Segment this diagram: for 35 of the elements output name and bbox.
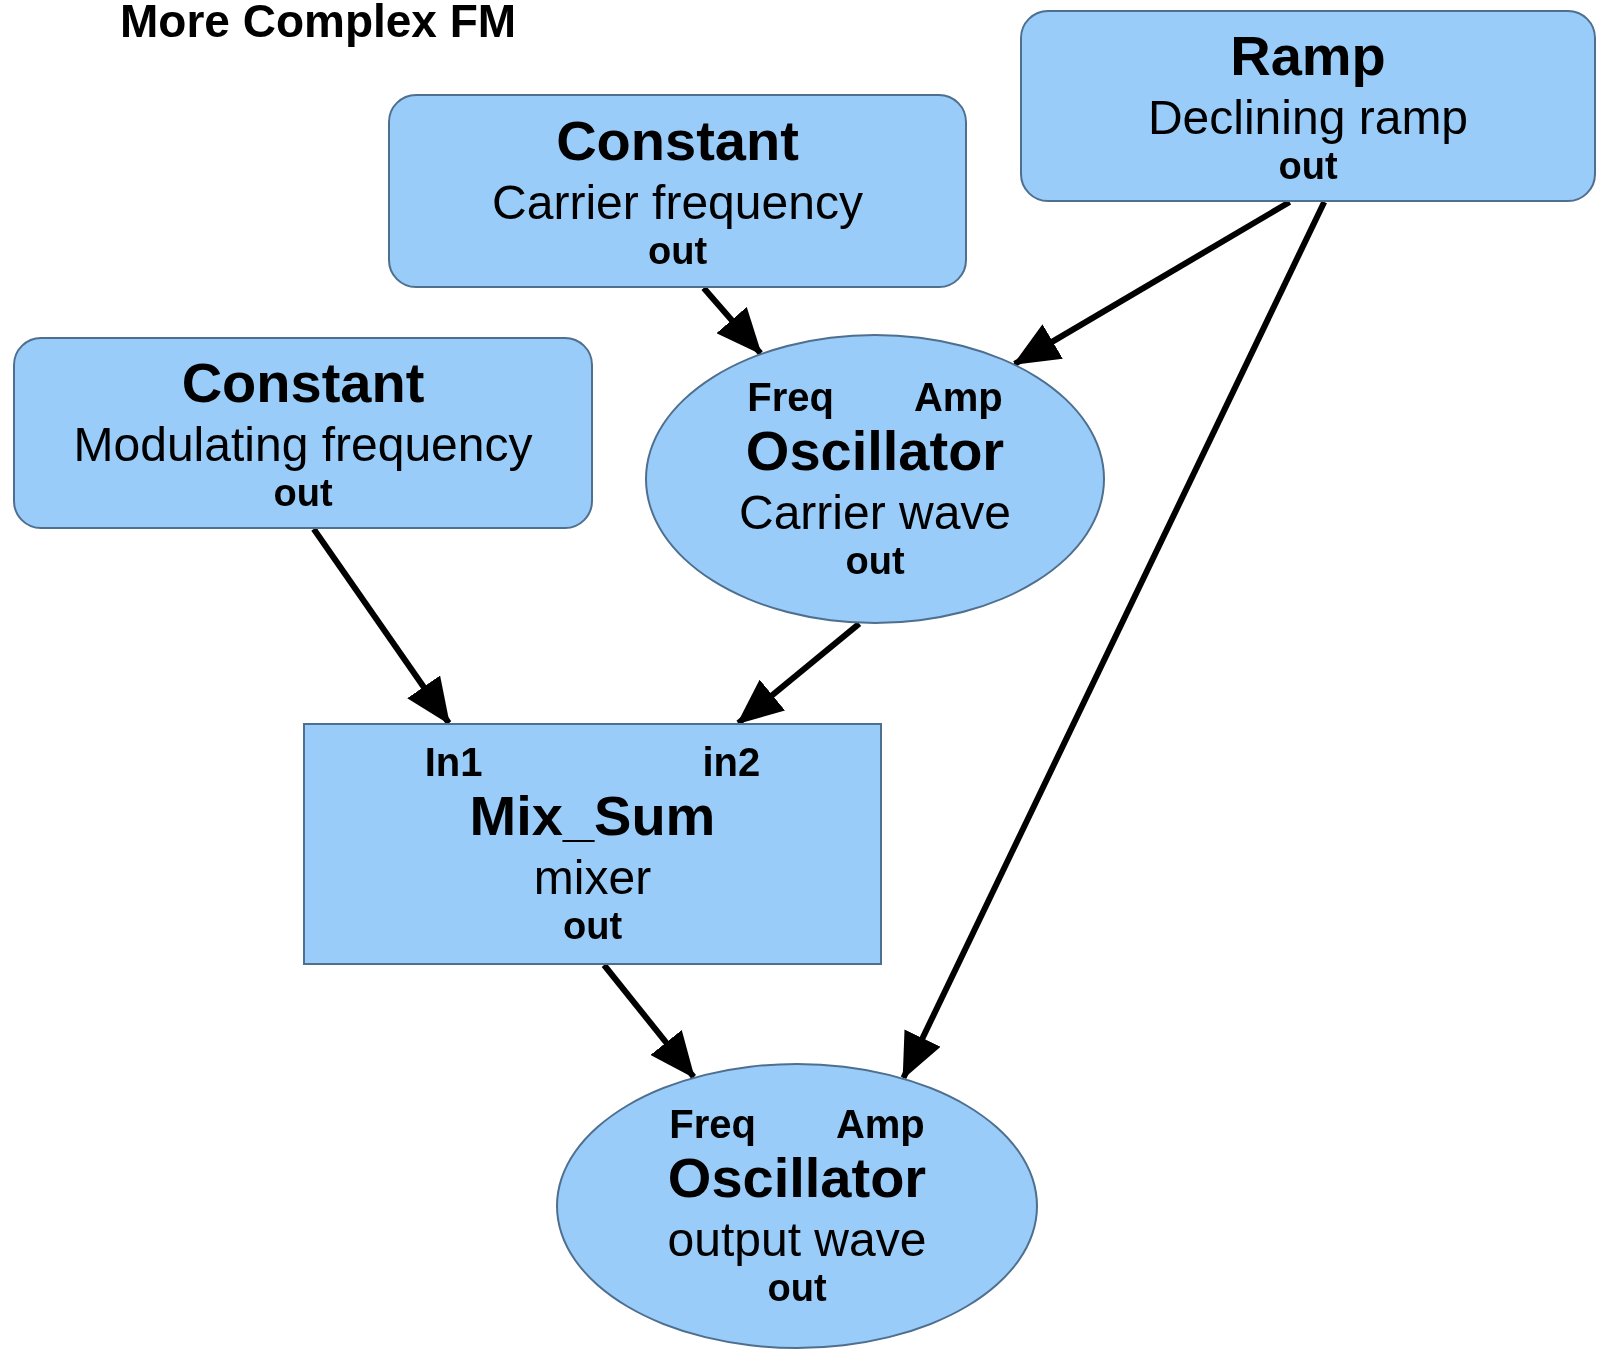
block-description: mixer — [533, 849, 652, 906]
arrow — [900, 200, 1327, 1080]
block-description: Carrier frequency — [492, 174, 863, 231]
arrow — [701, 286, 763, 356]
block-description: output wave — [667, 1211, 927, 1268]
port-label: Freq — [747, 375, 834, 420]
block-box — [1020, 10, 1596, 202]
port-label: out — [562, 906, 623, 948]
block-box — [388, 94, 967, 288]
arrow — [1013, 199, 1292, 367]
block-description: Declining ramp — [1147, 89, 1469, 146]
port-label: out — [273, 473, 333, 515]
port-label: Freq — [669, 1102, 756, 1147]
block-name: Oscillator — [667, 1146, 927, 1211]
port-label: out — [767, 1268, 827, 1310]
arrow — [311, 527, 452, 725]
block-name: Oscillator — [745, 419, 1005, 484]
port-label: out — [1278, 146, 1338, 188]
block-name: Ramp — [1230, 24, 1386, 89]
port-label: In1 — [424, 740, 483, 785]
block-description: Modulating frequency — [73, 416, 533, 473]
mixer-box — [303, 723, 882, 965]
block-box — [13, 337, 593, 529]
block-description: Carrier wave — [738, 484, 1012, 541]
port-label: out — [647, 231, 708, 273]
port-label: in2 — [702, 740, 761, 785]
block-name: Mix_Sum — [469, 784, 716, 849]
port-label: Amp — [835, 1102, 925, 1147]
block-name: Constant — [181, 351, 425, 416]
port-label: out — [845, 541, 905, 583]
port-label: Amp — [913, 375, 1003, 420]
diagram-title: More Complex FM — [120, 0, 517, 47]
arrow — [736, 621, 862, 726]
block-name: Constant — [556, 109, 799, 174]
arrow — [601, 963, 696, 1079]
